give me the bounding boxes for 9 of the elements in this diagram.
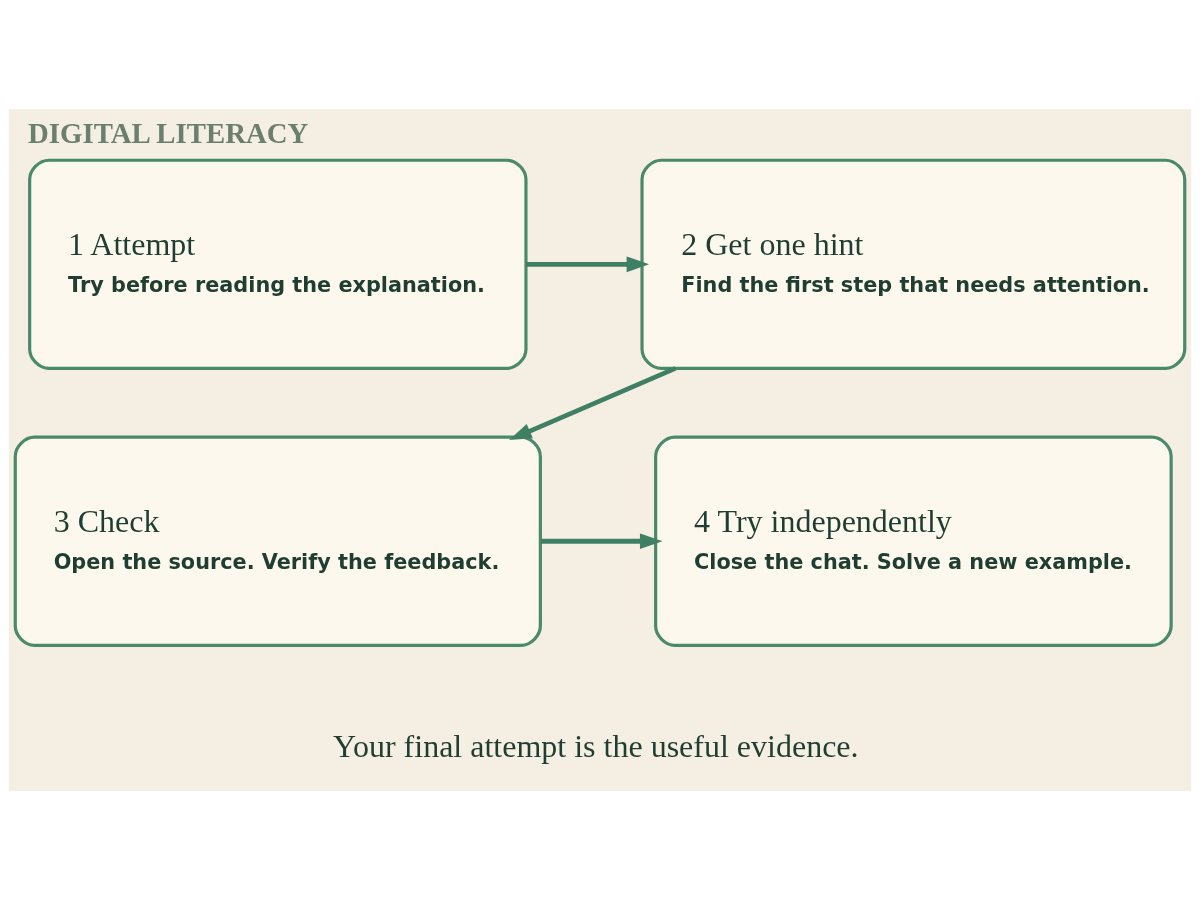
arrow: [509, 366, 677, 440]
arrow: [526, 256, 650, 273]
node-box: 3 Check Open the source. Verify the feedback.: [13, 435, 542, 647]
node-box: 4 Try independently Close the chat. Solve a new example.: [654, 435, 1173, 647]
node-box: 2 Get one hint Find the first step that needs attention.: [640, 158, 1187, 370]
caption: Your final attempt is the useful evidence.: [333, 728, 859, 765]
diagram-title: DIGITAL LITERACY: [28, 117, 309, 150]
node-box: 1 Attempt Try before reading the explanation.: [28, 158, 528, 370]
arrow: [540, 533, 663, 550]
